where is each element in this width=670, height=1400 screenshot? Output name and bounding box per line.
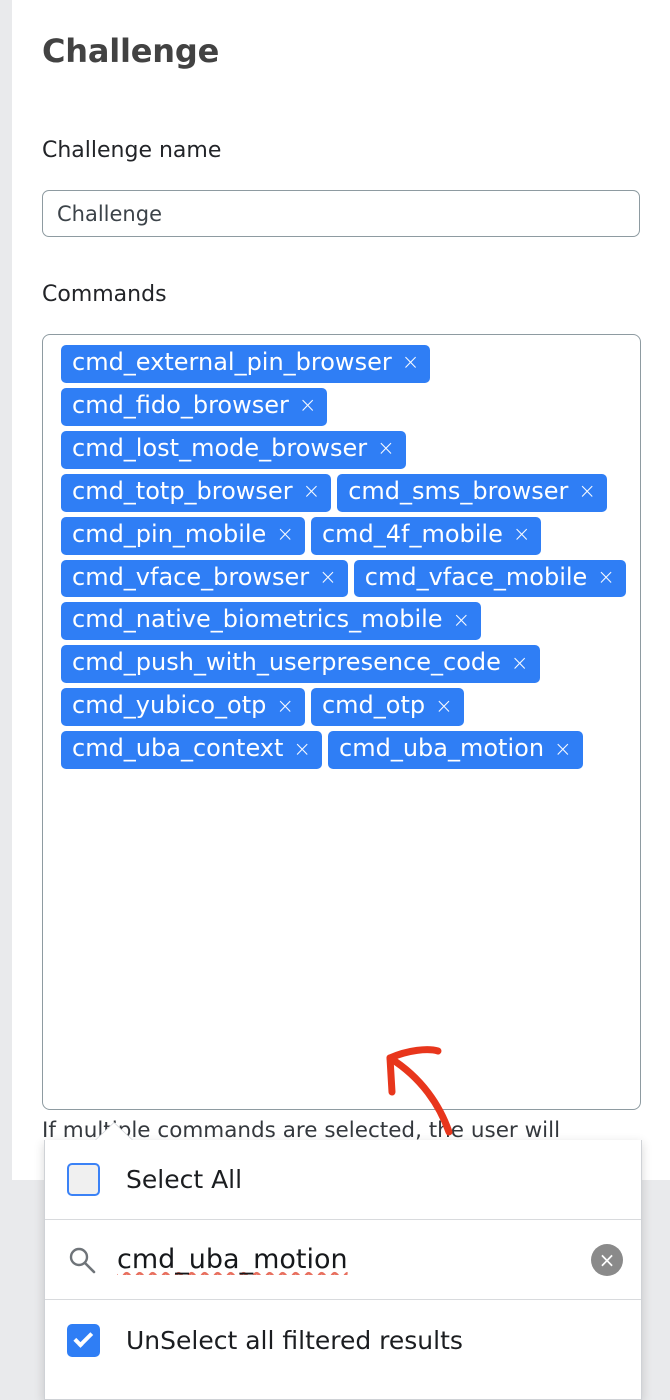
command-tag-label: cmd_lost_mode_browser: [72, 433, 368, 462]
remove-tag-icon[interactable]: ×: [510, 650, 529, 675]
remove-tag-icon[interactable]: ×: [512, 522, 531, 547]
command-tag[interactable]: cmd_uba_context ×: [61, 731, 323, 770]
remove-tag-icon[interactable]: ×: [302, 479, 321, 504]
commands-dropdown-panel[interactable]: Select All × UnSelect all filtered resul…: [44, 1123, 642, 1400]
command-tag-label: cmd_totp_browser: [72, 476, 293, 505]
command-tag[interactable]: cmd_otp ×: [310, 688, 464, 727]
remove-tag-icon[interactable]: ×: [597, 564, 615, 589]
command-tag[interactable]: cmd_native_biometrics_mobile ×: [61, 602, 482, 641]
command-tag[interactable]: cmd_yubico_otp ×: [61, 688, 305, 727]
page-title: Challenge: [42, 32, 220, 70]
remove-tag-icon[interactable]: ×: [435, 693, 453, 718]
remove-tag-icon[interactable]: ×: [377, 436, 395, 461]
command-tag[interactable]: cmd_totp_browser ×: [61, 473, 332, 512]
command-tag-label: cmd_push_with_userpresence_code: [72, 648, 501, 677]
unselect-all-label: UnSelect all filtered results: [126, 1325, 463, 1355]
command-tag[interactable]: cmd_external_pin_browser ×: [61, 345, 431, 383]
remove-tag-icon[interactable]: ×: [319, 564, 337, 589]
command-tag[interactable]: cmd_sms_browser ×: [337, 473, 608, 512]
remove-tag-icon[interactable]: ×: [401, 350, 420, 375]
command-tag[interactable]: cmd_vface_mobile ×: [353, 559, 626, 598]
command-tag-label: cmd_external_pin_browser: [72, 348, 392, 376]
dropdown-caret-icon: [95, 1123, 133, 1141]
command-tag[interactable]: cmd_uba_motion ×: [328, 731, 583, 770]
command-tag-label: cmd_fido_browser: [72, 390, 289, 419]
command-tag-label: cmd_uba_context: [72, 734, 284, 763]
dropdown-row-unselect-all[interactable]: UnSelect all filtered results: [45, 1300, 641, 1380]
select-all-checkbox[interactable]: [67, 1163, 100, 1196]
command-tag[interactable]: cmd_pin_mobile ×: [61, 516, 305, 555]
commands-tag-list: cmd_external_pin_browser×cmd_fido_browse…: [61, 345, 632, 770]
dropdown-search-row[interactable]: ×: [45, 1220, 641, 1300]
unselect-all-checkbox[interactable]: [67, 1323, 100, 1357]
command-tag-label: cmd_4f_mobile: [321, 519, 503, 548]
remove-tag-icon[interactable]: ×: [554, 736, 572, 761]
command-tag[interactable]: cmd_push_with_userpresence_code ×: [61, 645, 540, 684]
remove-tag-icon[interactable]: ×: [298, 393, 317, 418]
command-tag-label: cmd_uba_motion: [339, 734, 545, 763]
clear-search-icon[interactable]: ×: [591, 1243, 623, 1276]
remove-tag-icon[interactable]: ×: [276, 522, 294, 547]
remove-tag-icon[interactable]: ×: [452, 607, 471, 632]
command-tag[interactable]: cmd_4f_mobile ×: [310, 516, 542, 555]
remove-tag-icon[interactable]: ×: [276, 693, 294, 718]
command-tag-label: cmd_sms_browser: [348, 476, 569, 505]
command-tag-label: cmd_pin_mobile: [72, 519, 267, 548]
command-tag-label: cmd_yubico_otp: [72, 691, 267, 720]
challenge-name-input[interactable]: [42, 190, 640, 237]
command-tag[interactable]: cmd_vface_browser ×: [61, 559, 348, 598]
dropdown-search-input[interactable]: [117, 1244, 581, 1275]
search-icon: [69, 1247, 96, 1273]
command-tag[interactable]: cmd_lost_mode_browser ×: [61, 430, 406, 469]
commands-label: Commands: [42, 282, 167, 307]
command-tag-label: cmd_vface_browser: [72, 562, 310, 591]
command-tag-label: cmd_vface_mobile: [364, 562, 588, 591]
command-tag-label: cmd_native_biometrics_mobile: [72, 605, 443, 634]
challenge-name-label: Challenge name: [42, 138, 222, 163]
command-tag-label: cmd_otp: [321, 691, 426, 720]
command-tag[interactable]: cmd_fido_browser ×: [61, 387, 328, 426]
dropdown-row-select-all[interactable]: Select All: [45, 1140, 641, 1220]
remove-tag-icon[interactable]: ×: [578, 479, 597, 504]
remove-tag-icon[interactable]: ×: [293, 736, 312, 761]
commands-multiselect-box[interactable]: cmd_external_pin_browser×cmd_fido_browse…: [42, 334, 641, 1110]
select-all-label: Select All: [126, 1165, 243, 1194]
